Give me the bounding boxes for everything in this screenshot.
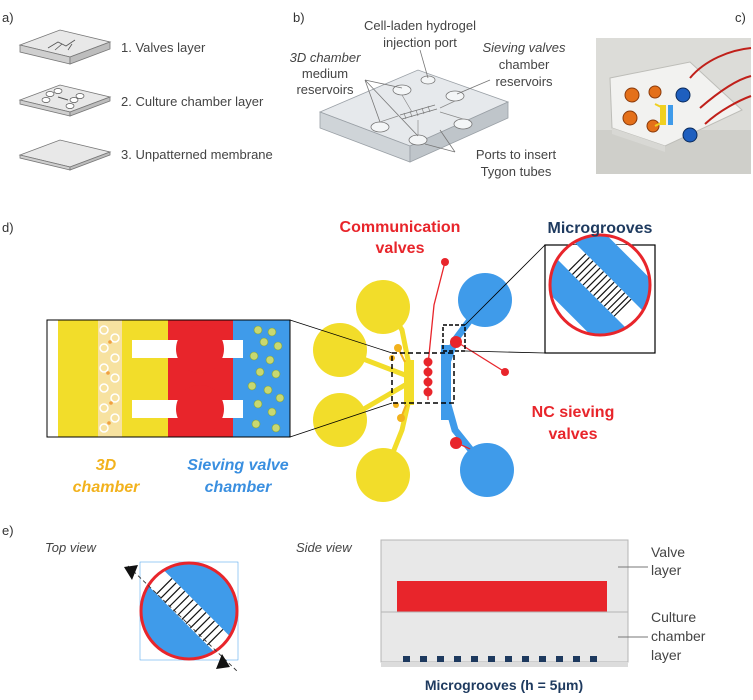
panel-c: c) [596, 10, 752, 174]
device-3d-illustration [318, 69, 510, 163]
culture-layer-label-1: Culture [651, 609, 696, 625]
culture-chamber-layer-illustration [18, 84, 112, 117]
side-view-label: Side view [296, 540, 353, 555]
d-sieving-channel [441, 345, 451, 420]
communication-valves-label-2: valves [376, 240, 425, 257]
top-view-diagram [124, 561, 239, 673]
panel-e-label: e) [2, 523, 14, 538]
layer-3-label: 3. Unpatterned membrane [121, 147, 273, 162]
panel-d: d) [2, 219, 656, 502]
device-photo [596, 38, 752, 174]
culture-layer-label-2: chamber [651, 628, 706, 644]
culture-layer-label-3: layer [651, 647, 682, 663]
microgrooves-label: Microgrooves [548, 220, 653, 237]
layer-1-label: 1. Valves layer [121, 40, 206, 55]
side-microgrooves-label: Microgrooves (h = 5μm) [425, 677, 583, 693]
microgroove-magnification [544, 233, 656, 354]
medium-reservoirs-label-2: medium [302, 66, 348, 81]
side-view-diagram [380, 539, 648, 667]
d-yellow-reservoir-4 [356, 448, 410, 502]
panel-b: b) Cell-laden hydrogel injection port 3D… [290, 10, 566, 179]
medium-reservoirs-label-3: reservoirs [296, 82, 354, 97]
valves-layer-illustration [18, 29, 112, 65]
chamber-enlargement [46, 319, 291, 438]
3d-chamber-label-1: 3D [96, 457, 117, 474]
nc-sieving-valves-label-2: valves [549, 426, 598, 443]
top-view-label: Top view [45, 540, 97, 555]
sieving-reservoirs-label-1: Sieving valves [482, 40, 566, 55]
sieving-reservoirs-label-3: reservoirs [495, 74, 553, 89]
d-blue-reservoir-1 [458, 273, 512, 327]
panel-d-label: d) [2, 220, 14, 235]
panel-c-label: c) [735, 10, 746, 25]
communication-valves-label-1: Communication [340, 219, 461, 236]
injection-port-label-2: injection port [383, 35, 457, 50]
zoom-lines [289, 244, 546, 438]
panel-b-label: b) [293, 10, 305, 25]
d-3d-channel [404, 360, 414, 405]
panel-a: a) 1. Valves layer 2. [2, 10, 273, 171]
panel-a-label: a) [2, 10, 14, 25]
panel-e: e) Top view Side view [2, 523, 706, 693]
chip-layout [313, 258, 514, 502]
ports-label-1: Ports to insert [476, 147, 557, 162]
sieving-chamber-label-2: chamber [205, 479, 272, 496]
layer-2-label: 2. Culture chamber layer [121, 94, 264, 109]
d-blue-reservoir-2 [460, 443, 514, 497]
d-yellow-reservoir-2 [313, 323, 367, 377]
injection-port-label-1: Cell-laden hydrogel [364, 18, 476, 33]
valve-layer-label-1: Valve [651, 544, 685, 560]
sieving-reservoirs-label-2: chamber [499, 57, 550, 72]
nc-sieving-valves-label-1: NC sieving [532, 404, 615, 421]
panel-b-leader-lines [364, 49, 491, 153]
ports-label-2: Tygon tubes [481, 164, 552, 179]
d-yellow-reservoir-1 [356, 280, 410, 334]
sieving-chamber-label-1: Sieving valve [187, 457, 288, 474]
membrane-illustration [18, 139, 112, 171]
valve-layer-label-2: layer [651, 562, 682, 578]
medium-reservoirs-label-1: 3D chamber [290, 50, 361, 65]
3d-chamber-label-2: chamber [73, 479, 140, 496]
